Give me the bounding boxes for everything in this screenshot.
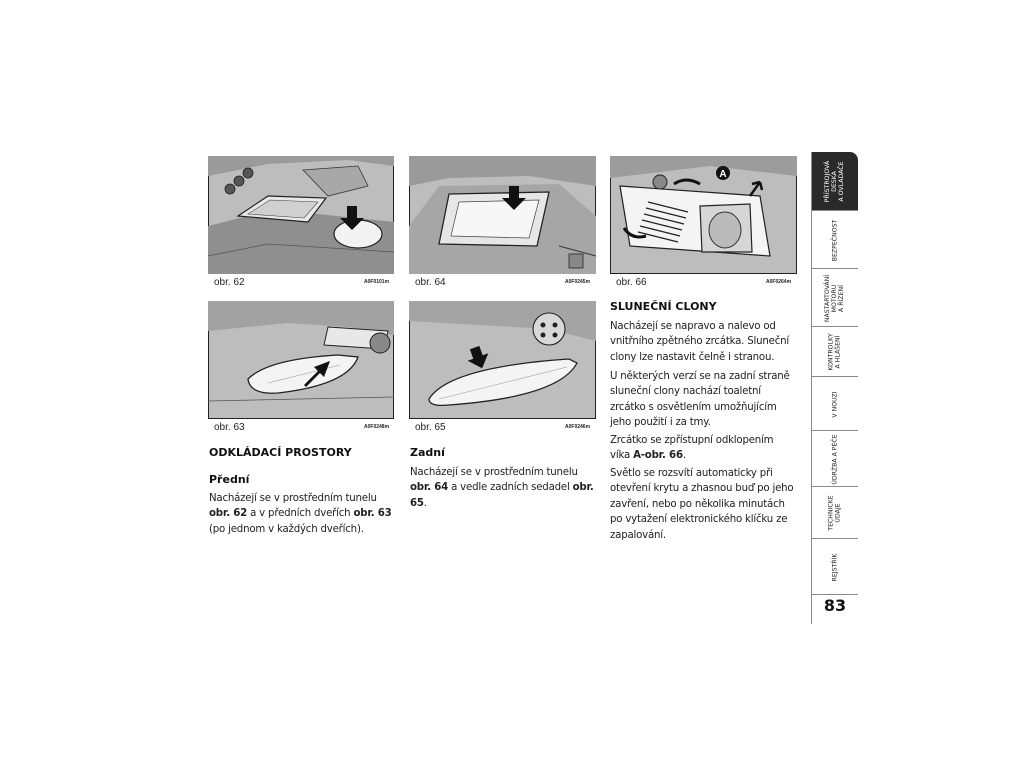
paragraph-mirror-light: Světlo se rozsvítí automaticky při otevř…: [610, 468, 794, 541]
tab-maintenance[interactable]: ÚDRŽBA A PÉČE: [812, 430, 858, 487]
ref-obr-64: obr. 64: [410, 482, 449, 494]
paragraph-front-storage: Nacházejí se v prostředním tunelu obr. 6…: [209, 493, 392, 535]
figure-65: [409, 301, 596, 419]
paragraph-rear-storage: Nacházejí se v prostředním tunelu obr. 6…: [410, 467, 594, 509]
figure-65-caption: obr. 65: [415, 422, 446, 433]
subheading-rear: Zadní: [410, 446, 445, 459]
tab-emergency[interactable]: V NOUZI: [812, 376, 858, 431]
tab-starting-driving[interactable]: NASTARTOVÁNÍ MOTORU A ŘÍZENÍ: [812, 268, 858, 327]
tab-index[interactable]: REJSTŘÍK: [812, 538, 858, 595]
figure-64-code: A0F0245m: [565, 279, 591, 285]
figure-63-caption: obr. 63: [214, 422, 245, 433]
figure-64-caption: obr. 64: [415, 277, 446, 288]
section-heading-sun-visors: SLUNEČNÍ CLONY: [610, 300, 717, 313]
figure-63-code: A0F0248m: [364, 424, 390, 430]
ref-obr-65: obr. 65: [410, 482, 594, 509]
tab-instrument-panel[interactable]: PŘÍSTROJOVÁ DESKA A OVLADAČE: [812, 152, 858, 210]
tab-safety[interactable]: BEZPEČNOST: [812, 210, 858, 269]
ref-a-obr-66: A-obr. 66: [633, 450, 683, 462]
figure-66-caption: obr. 66: [616, 277, 647, 288]
figure-64: [409, 156, 596, 274]
paragraph-visor-mirror: U některých verzí se na zadní straně slu…: [610, 371, 790, 429]
ref-obr-62: obr. 62: [209, 508, 248, 520]
page-number: 83: [823, 596, 847, 615]
tab-warning-lights[interactable]: KONTROLKY A HLÁŠENÍ: [812, 326, 858, 377]
paragraph-visor-location: Nacházejí se napravo a nalevo od vnitřní…: [610, 321, 790, 363]
ref-obr-63: obr. 63: [353, 508, 392, 520]
figure-66: A: [610, 156, 797, 274]
tab-bottom-rule: [812, 594, 858, 595]
paragraph-mirror-access: Zrcátko se zpřístupní odklopením víka A-…: [610, 435, 774, 462]
section-heading-storage: ODKLÁDACÍ PROSTORY: [209, 446, 352, 459]
figure-63: [208, 301, 394, 419]
figure-66-code: A0F0264m: [766, 279, 792, 285]
figure-65-code: A0F0246m: [565, 424, 591, 430]
figure-62-caption: obr. 62: [214, 277, 245, 288]
figure-62-code: A0F0101m: [364, 279, 390, 285]
tab-technical-data[interactable]: TECHNICKÉ ÚDAJE: [812, 486, 858, 539]
tab-column-rule: [811, 152, 812, 624]
figure-66-marker: A: [719, 169, 726, 180]
subheading-front: Přední: [209, 473, 250, 486]
figure-62: [208, 156, 394, 274]
